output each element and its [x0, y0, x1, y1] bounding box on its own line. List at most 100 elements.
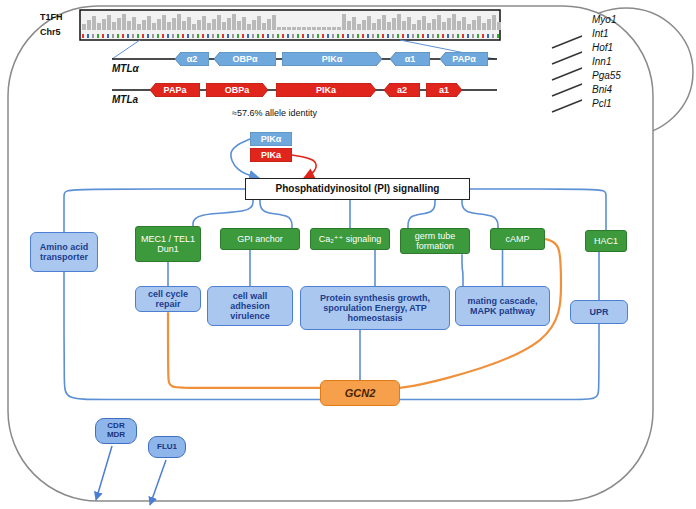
connector	[598, 252, 600, 300]
coverage-bar	[232, 14, 236, 30]
variant-tick	[297, 34, 299, 38]
gene-outline	[206, 83, 268, 97]
connector	[400, 324, 599, 400]
coverage-bar	[262, 23, 266, 30]
coverage-bar	[87, 20, 91, 30]
gene-arrow: PIKα	[282, 52, 382, 66]
variant-tick	[452, 34, 454, 38]
variant-tick	[347, 34, 349, 38]
coverage-bar	[177, 14, 181, 30]
coverage-bar	[292, 27, 296, 30]
coverage-bar	[102, 19, 106, 30]
variant-tick	[157, 34, 159, 38]
variant-tick	[472, 34, 474, 38]
node-text: Protein synthesis growth, sporulation En…	[305, 293, 445, 323]
variant-tick	[372, 34, 374, 38]
signal-box: GPI anchor	[220, 228, 300, 250]
coverage-bar	[452, 14, 456, 30]
node-text: OBPα	[232, 54, 257, 64]
variant-tick	[412, 34, 414, 38]
coverage-bar	[372, 23, 376, 30]
locus-label: MTLα	[112, 63, 139, 74]
coverage-bar	[112, 22, 116, 30]
coverage-bar	[97, 23, 101, 30]
signal-box: MEC1 / TEL1 Dun1	[135, 226, 201, 262]
variant-tick	[107, 34, 109, 38]
coverage-bar	[362, 20, 366, 30]
transporter: CDR MDR	[95, 418, 137, 444]
variant-tick	[492, 34, 494, 38]
pathway-box: Phosphatidyinositol (PI) signalling	[245, 178, 470, 200]
zoom-line	[112, 40, 140, 59]
variant-tick	[322, 34, 324, 38]
coverage-bar	[352, 17, 356, 30]
variant-tick	[302, 34, 304, 38]
gene-outline	[214, 52, 276, 66]
coverage-bar	[182, 21, 186, 30]
variant-tick	[202, 34, 204, 38]
coverage-bar	[212, 19, 216, 30]
node-text: Ca₂⁺⁺ signaling	[319, 234, 382, 244]
genome-track	[80, 10, 500, 40]
signal-box: Ca₂⁺⁺ signaling	[310, 228, 390, 250]
variant-tick	[232, 34, 234, 38]
node-text: cell wall adhesion virulence	[212, 291, 288, 321]
coverage-bar	[322, 27, 326, 30]
variant-tick	[177, 34, 179, 38]
variant-tick	[117, 34, 119, 38]
locus-label: MTLa	[112, 94, 138, 105]
variant-tick	[112, 34, 114, 38]
coverage-bar	[307, 27, 311, 30]
variant-tick	[272, 34, 274, 38]
gene-arrow: OBPa	[206, 83, 268, 97]
coverage-bar	[197, 20, 201, 30]
note: ≈57.6% allele identity	[232, 108, 317, 118]
coverage-bar	[247, 24, 251, 30]
coverage-bar	[222, 22, 226, 30]
coverage-bar	[497, 22, 501, 30]
bud-scar	[552, 52, 582, 64]
coverage-bar	[137, 24, 141, 30]
variant-tick	[162, 34, 164, 38]
variant-tick	[307, 34, 309, 38]
track-label: T1FH	[40, 12, 63, 22]
gene-outline	[175, 52, 209, 66]
process-box: mating cascade, MAPK pathway	[455, 286, 550, 326]
coverage-bar	[342, 14, 346, 30]
node-text: CDR MDR	[99, 422, 133, 440]
coverage-bar	[117, 18, 121, 30]
variant-tick	[397, 34, 399, 38]
variant-tick	[457, 34, 459, 38]
efflux-arrow	[150, 460, 166, 505]
node-text: HAC1	[594, 236, 618, 246]
connector	[462, 254, 463, 286]
variant-tick	[282, 34, 284, 38]
node-text: PIKα	[261, 134, 282, 144]
coverage-bar	[277, 27, 281, 30]
coverage-bar	[332, 27, 336, 30]
gene-outline	[150, 83, 200, 97]
coverage-bar	[397, 14, 401, 30]
signal-box: HAC1	[585, 230, 627, 252]
allele-box: PIKα	[250, 132, 292, 146]
coverage-bar	[442, 22, 446, 30]
variant-tick	[187, 34, 189, 38]
node-text: PIKa	[261, 150, 281, 160]
coverage-bar	[142, 20, 146, 30]
coverage-bar	[427, 23, 431, 30]
coverage-bar	[252, 20, 256, 30]
variant-tick	[82, 34, 84, 38]
connector	[167, 262, 169, 286]
variant-tick	[437, 34, 439, 38]
connector	[359, 330, 361, 380]
gene-name: Hof1	[592, 42, 613, 53]
coverage-bar	[242, 17, 246, 30]
signal-box: germ tube formation	[400, 228, 470, 254]
coverage-bar	[302, 27, 306, 30]
coverage-bar	[382, 15, 386, 30]
kinase-box: GCN2	[320, 380, 400, 406]
variant-tick	[222, 34, 224, 38]
variant-tick	[197, 34, 199, 38]
coverage-bar	[237, 21, 241, 30]
variant-tick	[337, 34, 339, 38]
